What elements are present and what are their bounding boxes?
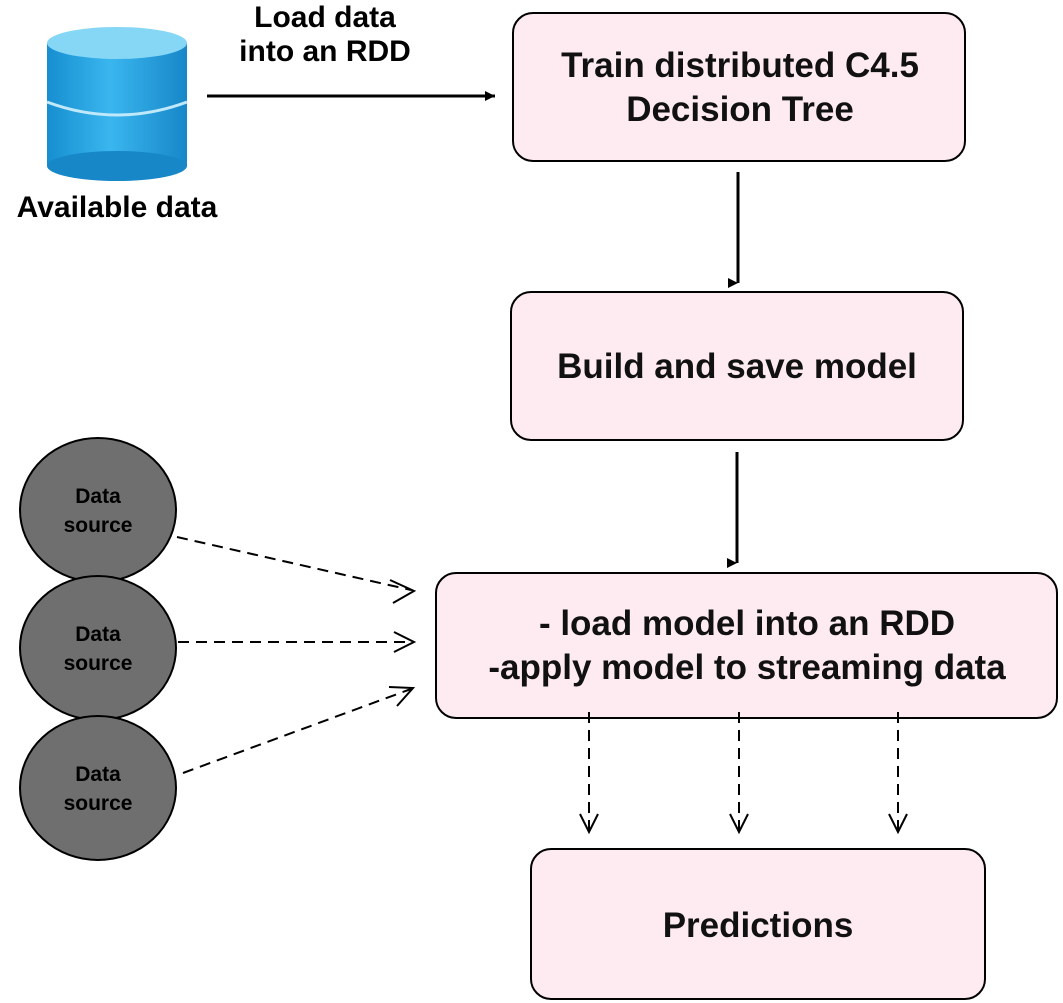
source-1-arrow — [176, 536, 417, 604]
train-box-line2: Decision Tree — [626, 90, 854, 129]
load-edge-label-line1: Load data — [254, 1, 396, 34]
data-source-2: Data source — [19, 575, 177, 721]
build-box: Build and save model — [510, 291, 964, 441]
data-source-3-line2: source — [64, 792, 133, 815]
predictions-label: Predictions — [663, 906, 854, 945]
data-source-1: Data source — [19, 437, 177, 583]
source-2-arrow — [178, 631, 417, 653]
data-source-3-line1: Data — [75, 763, 121, 786]
data-source-2-line1: Data — [75, 623, 121, 646]
train-box: Train distributed C4.5 Decision Tree — [512, 12, 966, 162]
data-source-3: Data source — [19, 715, 177, 861]
data-source-1-line1: Data — [75, 485, 121, 508]
database-icon — [46, 27, 188, 181]
apply-box-line2: -apply model to streaming data — [488, 648, 1006, 687]
prediction-arrow-middle — [729, 712, 749, 835]
prediction-arrow-left — [579, 712, 599, 835]
build-box-line1: Build and save model — [557, 347, 917, 386]
prediction-arrow-right — [888, 712, 908, 835]
source-3-arrow — [182, 686, 416, 774]
train-box-line1: Train distributed C4.5 — [561, 46, 919, 85]
data-source-2-line2: source — [64, 652, 133, 675]
available-data-label: Available data — [17, 191, 218, 224]
load-edge-label-line2: into an RDD — [239, 35, 411, 68]
data-source-1-line2: source — [64, 514, 133, 537]
apply-box-line1: - load model into an RDD — [539, 604, 955, 643]
predictions-box: Predictions — [530, 848, 986, 1000]
apply-box: - load model into an RDD -apply model to… — [435, 572, 1058, 719]
